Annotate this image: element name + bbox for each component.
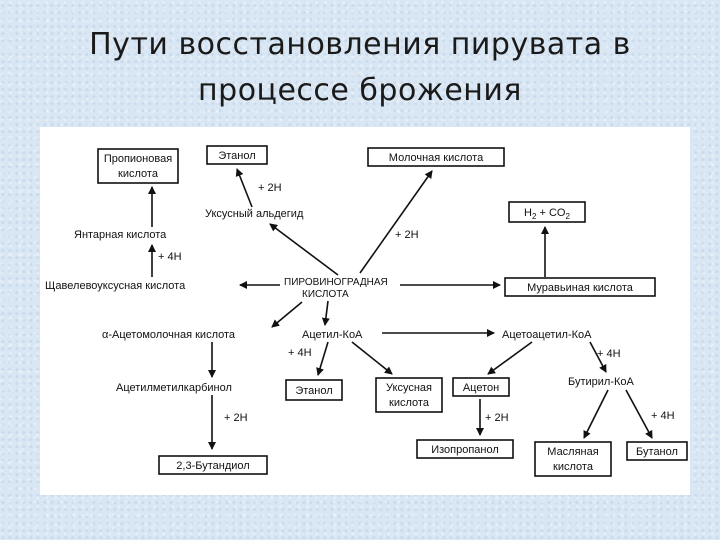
acetone-label: Ацетон <box>463 382 499 394</box>
arrow-pyruvate-to-lactic <box>359 170 433 274</box>
butanediol-label: 2,3-Бутандиол <box>176 460 249 472</box>
carbinol-plus-2h-label: + 2H <box>224 412 248 424</box>
diagram-panel: Пропионовая кислота Этанол Молочная кисл… <box>40 127 690 495</box>
butyric-acid-label-2: кислота <box>553 461 594 473</box>
acetaldehyde-label: Уксусный альдегид <box>205 208 304 220</box>
butanediol-box <box>158 455 268 475</box>
propionic-acid-box <box>97 148 179 184</box>
arrow-acetaldehyde-to-ethanol <box>235 168 253 208</box>
acetoacetyl-plus-4h-label: + 4H <box>597 348 621 360</box>
isopropanol-box <box>416 439 514 459</box>
acetylmethylcarbinol-label: Ацетилметилкарбинол <box>116 382 232 394</box>
arrow-acetyl-coa-to-ethanol <box>316 341 329 376</box>
slide-title-line-2: процессе брожения <box>198 73 522 108</box>
acetic-acid-label-1: Уксусная <box>386 382 432 394</box>
butanol-box <box>626 441 688 461</box>
formic-acid-box <box>504 277 656 297</box>
acetone-plus-2h-label: + 2H <box>485 412 509 424</box>
ethanol-mid-box <box>285 379 343 401</box>
arrow-pyruvate-to-acetolactic <box>271 301 303 328</box>
isopropanol-label: Изопропанол <box>431 444 499 456</box>
lactic-acid-label: Молочная кислота <box>389 152 484 164</box>
propionic-acid-label-1: Пропионовая <box>104 153 172 165</box>
butyric-acid-box <box>534 441 612 477</box>
acetolactic-acid-label: α-Ацетомолочная кислота <box>102 329 236 341</box>
ethanol-plus-2h-label: + 2H <box>258 182 282 194</box>
pyruvic-acid-label-1: ПИРОВИНОГРАДНАЯ <box>284 277 388 288</box>
arrow-acetoacetyl-coa-to-butyryl-coa <box>589 341 607 373</box>
lactic-plus-2h-label: + 2H <box>395 229 419 241</box>
acetyl-coa-label: Ацетил-КоА <box>302 329 363 341</box>
ethanol-mid-label: Этанол <box>295 385 332 397</box>
slide-title-line-1: Пути восстановления пирувата в <box>89 27 631 62</box>
butyric-acid-label-1: Масляная <box>547 446 598 458</box>
arrow-acetoacetyl-coa-to-acetone <box>487 341 533 375</box>
butyryl-plus-4h-label: + 4H <box>651 410 675 422</box>
arrow-pyruvate-to-acetaldehyde <box>269 223 339 276</box>
oxaloacetic-acid-label: Щавелевоуксусная кислота <box>45 280 186 292</box>
formic-acid-label: Муравьиная кислота <box>527 282 634 294</box>
arrow-pyruvate-to-acetyl-coa <box>321 300 330 326</box>
h2-co2-label: H2 + CO2 <box>524 207 570 221</box>
pyruvate-pathways-diagram: Пропионовая кислота Этанол Молочная кисл… <box>45 145 688 477</box>
acetone-box <box>452 377 510 397</box>
arrow-acetyl-coa-to-acetic <box>351 341 393 375</box>
butyryl-coa-label: Бутирил-КоА <box>568 376 635 388</box>
succinic-acid-label: Янтарная кислота <box>74 229 167 241</box>
acetyl-plus-4h-label: + 4H <box>288 347 312 359</box>
ethanol-top-box <box>206 145 268 165</box>
acetoacetyl-coa-label: Ацетоацетил-КоА <box>502 329 592 341</box>
ethanol-top-label: Этанол <box>218 150 255 162</box>
slide-title: Пути восстановления пирувата в процессе … <box>0 22 720 114</box>
lactic-acid-box <box>367 147 505 167</box>
pyruvic-acid-label-2: КИСЛОТА <box>302 289 349 300</box>
arrow-butyryl-coa-to-butanol <box>625 389 653 439</box>
butanol-label: Бутанол <box>636 446 678 458</box>
h2-co2-box <box>508 201 586 223</box>
acetic-acid-label-2: кислота <box>389 397 430 409</box>
arrow-butyryl-coa-to-butyric <box>583 389 609 439</box>
propionic-acid-label-2: кислота <box>118 168 159 180</box>
succinic-plus-4h-label: + 4H <box>158 251 182 263</box>
acetic-acid-box <box>375 377 443 413</box>
